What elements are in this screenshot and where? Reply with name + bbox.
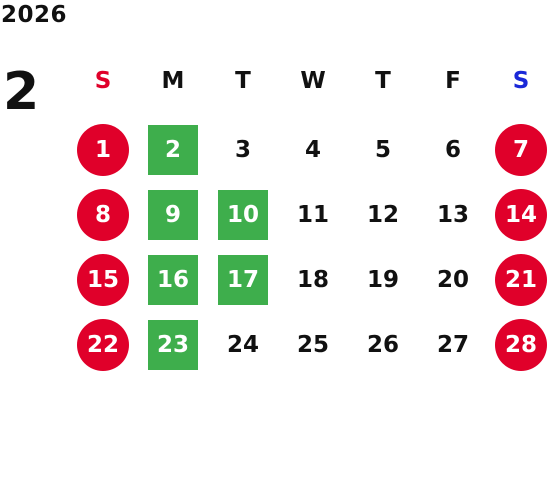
calendar-day-25: 25 (296, 332, 329, 358)
calendar-day-28: 28 (495, 319, 547, 371)
calendar-day-15: 15 (77, 254, 129, 306)
month-number: 2 (3, 62, 40, 122)
calendar-day-2: 2 (148, 125, 198, 175)
calendar-day-17: 17 (218, 255, 268, 305)
weekday-header-saturday: S (512, 68, 530, 94)
calendar-day-23: 23 (148, 320, 198, 370)
calendar-day-26: 26 (366, 332, 399, 358)
calendar-day-24: 24 (226, 332, 259, 358)
weekday-header-thursday: T (375, 68, 391, 94)
calendar-day-11: 11 (296, 202, 329, 228)
calendar-day-19: 19 (366, 267, 399, 293)
weekday-header-tuesday: T (235, 68, 251, 94)
calendar-day-14: 14 (495, 189, 547, 241)
calendar-day-1: 1 (77, 124, 129, 176)
weekday-header-wednesday: W (300, 68, 326, 94)
calendar-day-13: 13 (436, 202, 469, 228)
calendar-day-9: 9 (148, 190, 198, 240)
calendar-day-10: 10 (218, 190, 268, 240)
calendar-day-27: 27 (436, 332, 469, 358)
calendar-day-7: 7 (495, 124, 547, 176)
calendar-day-5: 5 (374, 137, 391, 163)
year-label: 2026 (1, 2, 68, 28)
calendar-day-4: 4 (304, 137, 321, 163)
weekday-header-friday: F (445, 68, 461, 94)
calendar-day-20: 20 (436, 267, 469, 293)
calendar-day-12: 12 (366, 202, 399, 228)
calendar-day-21: 21 (495, 254, 547, 306)
calendar-day-16: 16 (148, 255, 198, 305)
calendar-day-8: 8 (77, 189, 129, 241)
calendar-day-6: 6 (444, 137, 461, 163)
calendar-day-22: 22 (77, 319, 129, 371)
calendar-day-3: 3 (234, 137, 251, 163)
calendar-day-18: 18 (296, 267, 329, 293)
weekday-header-monday: M (161, 68, 185, 94)
weekday-header-sunday: S (94, 68, 112, 94)
